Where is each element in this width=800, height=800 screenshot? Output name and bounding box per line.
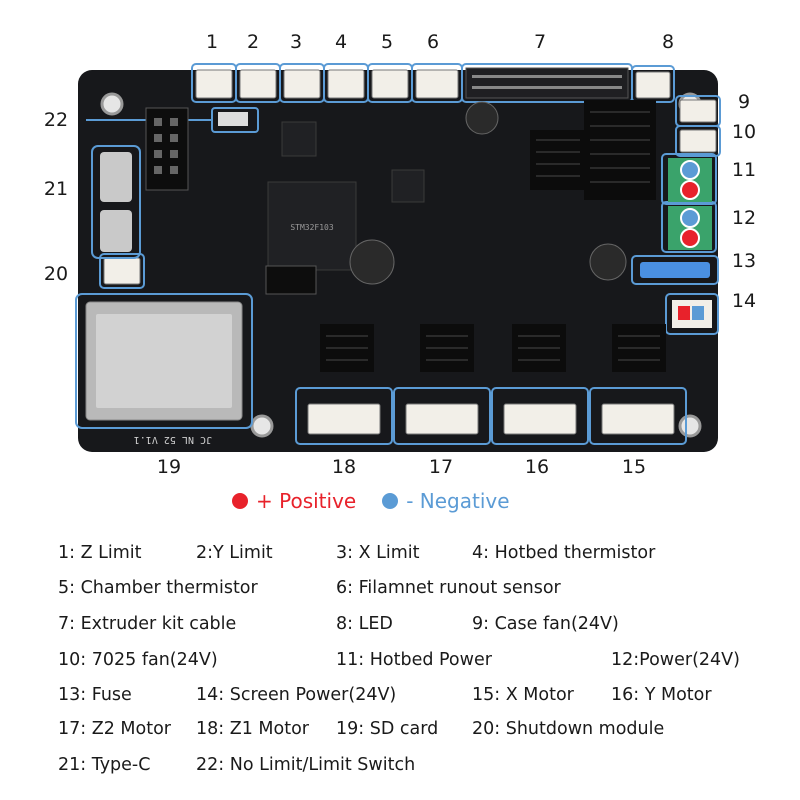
connector-10 — [679, 129, 717, 153]
small-chip — [281, 121, 317, 157]
callout-number-16: 16 — [524, 456, 550, 478]
board-name: JC NL 52 V1.1 — [134, 434, 212, 445]
callout-box-20 — [99, 253, 145, 289]
callout-number-15: 15 — [621, 456, 647, 478]
key-item: 11: Hotbed Power — [336, 650, 492, 670]
callout-box-13 — [631, 255, 719, 285]
small-chip — [391, 169, 425, 203]
usb-c-port-2 — [100, 210, 132, 252]
connector-5 — [371, 69, 409, 99]
heatsink — [584, 100, 656, 200]
callout-box-17 — [393, 387, 491, 445]
top-connectors — [103, 69, 717, 285]
callout-number-20: 20 — [43, 263, 69, 285]
connector-2 — [239, 69, 277, 99]
callout-box-10 — [675, 125, 721, 157]
connector-8 — [635, 71, 671, 99]
callout-number-4: 4 — [334, 31, 348, 53]
connector-9 — [679, 99, 717, 123]
key-item: 12:Power(24V) — [611, 650, 740, 670]
callout-number-12: 12 — [731, 207, 757, 229]
callout-number-1: 1 — [205, 31, 219, 53]
callout-number-19: 19 — [156, 456, 182, 478]
terminal-positive — [680, 180, 700, 200]
key-item: 17: Z2 Motor — [58, 719, 171, 739]
callout-number-13: 13 — [731, 250, 757, 272]
callout-number-11: 11 — [731, 159, 757, 181]
capacitor — [465, 101, 499, 135]
key-item: 8: LED — [336, 614, 393, 634]
key-item: 22: No Limit/Limit Switch — [196, 755, 416, 775]
key-item: 4: Hotbed thermistor — [472, 543, 656, 563]
pin-header — [145, 107, 189, 191]
callout-box-21 — [91, 145, 141, 259]
key-item: 2:Y Limit — [196, 543, 273, 563]
key-item: 18: Z1 Motor — [196, 719, 309, 739]
motor-connector-y — [503, 403, 577, 435]
key-item: 14: Screen Power(24V) — [196, 685, 397, 705]
terminal-positive — [680, 228, 700, 248]
callout-number-10: 10 — [731, 121, 757, 143]
callout-number-14: 14 — [731, 290, 757, 312]
motor-connector-z1 — [307, 403, 381, 435]
mounting-hole — [678, 414, 702, 438]
callout-number-7: 7 — [533, 31, 547, 53]
small-header — [265, 265, 317, 295]
key-item: 16: Y Motor — [611, 685, 712, 705]
main-chip — [267, 181, 357, 271]
key-item: 20: Shutdown module — [472, 719, 665, 739]
positive-dot — [232, 493, 248, 509]
usb-c-port — [100, 152, 132, 202]
connector-20 — [103, 257, 141, 285]
callout-box-14 — [665, 293, 719, 335]
key-item: 6: Filamnet runout sensor — [336, 578, 561, 598]
callout-number-5: 5 — [380, 31, 394, 53]
motor-connector-z2 — [405, 403, 479, 435]
key-item: 10: 7025 fan(24V) — [58, 650, 218, 670]
capacitor — [349, 239, 395, 285]
key-item: 1: Z Limit — [58, 543, 142, 563]
callout-box-15 — [589, 387, 687, 445]
callout-box-18 — [295, 387, 393, 445]
key-item: 7: Extruder kit cable — [58, 614, 237, 634]
key-item: 15: X Motor — [472, 685, 574, 705]
terminal-negative — [680, 208, 700, 228]
extruder-header — [465, 67, 629, 99]
key-item: 5: Chamber thermistor — [58, 578, 258, 598]
key-item: 9: Case fan(24V) — [472, 614, 619, 634]
key-item: 13: Fuse — [58, 685, 132, 705]
connector-3 — [283, 69, 321, 99]
positive-label: + Positive — [256, 489, 357, 513]
capacitor — [589, 243, 627, 281]
callout-box-11 — [661, 153, 717, 205]
callout-number-18: 18 — [331, 456, 357, 478]
callout-number-21: 21 — [43, 178, 69, 200]
polarity-legend: + Positive - Negative — [232, 489, 510, 513]
fuse — [640, 262, 710, 278]
callout-number-2: 2 — [246, 31, 260, 53]
board-illustration: STM32F103 — [75, 63, 721, 452]
switch-22 — [218, 112, 248, 126]
callout-number-3: 3 — [289, 31, 303, 53]
negative-dot — [382, 493, 399, 509]
connector-6 — [415, 69, 459, 99]
key-item: 19: SD card — [336, 719, 439, 739]
callout-box-19 — [75, 293, 253, 429]
terminal-negative — [680, 160, 700, 180]
callout-box-16 — [491, 387, 589, 445]
callout-number-6: 6 — [426, 31, 440, 53]
callout-number-9: 9 — [737, 91, 751, 113]
mounting-hole — [100, 92, 124, 116]
connector-1 — [195, 69, 233, 99]
connector-4 — [327, 69, 365, 99]
callout-number-8: 8 — [661, 31, 675, 53]
negative-label: - Negative — [406, 489, 510, 513]
motor-connector-x — [601, 403, 675, 435]
callout-number-17: 17 — [428, 456, 454, 478]
key-item: 21: Type-C — [58, 755, 151, 775]
mounting-hole — [250, 414, 274, 438]
callout-number-22: 22 — [43, 109, 69, 131]
chip-label: STM32F103 — [290, 223, 334, 232]
key-item: 3: X Limit — [336, 543, 420, 563]
